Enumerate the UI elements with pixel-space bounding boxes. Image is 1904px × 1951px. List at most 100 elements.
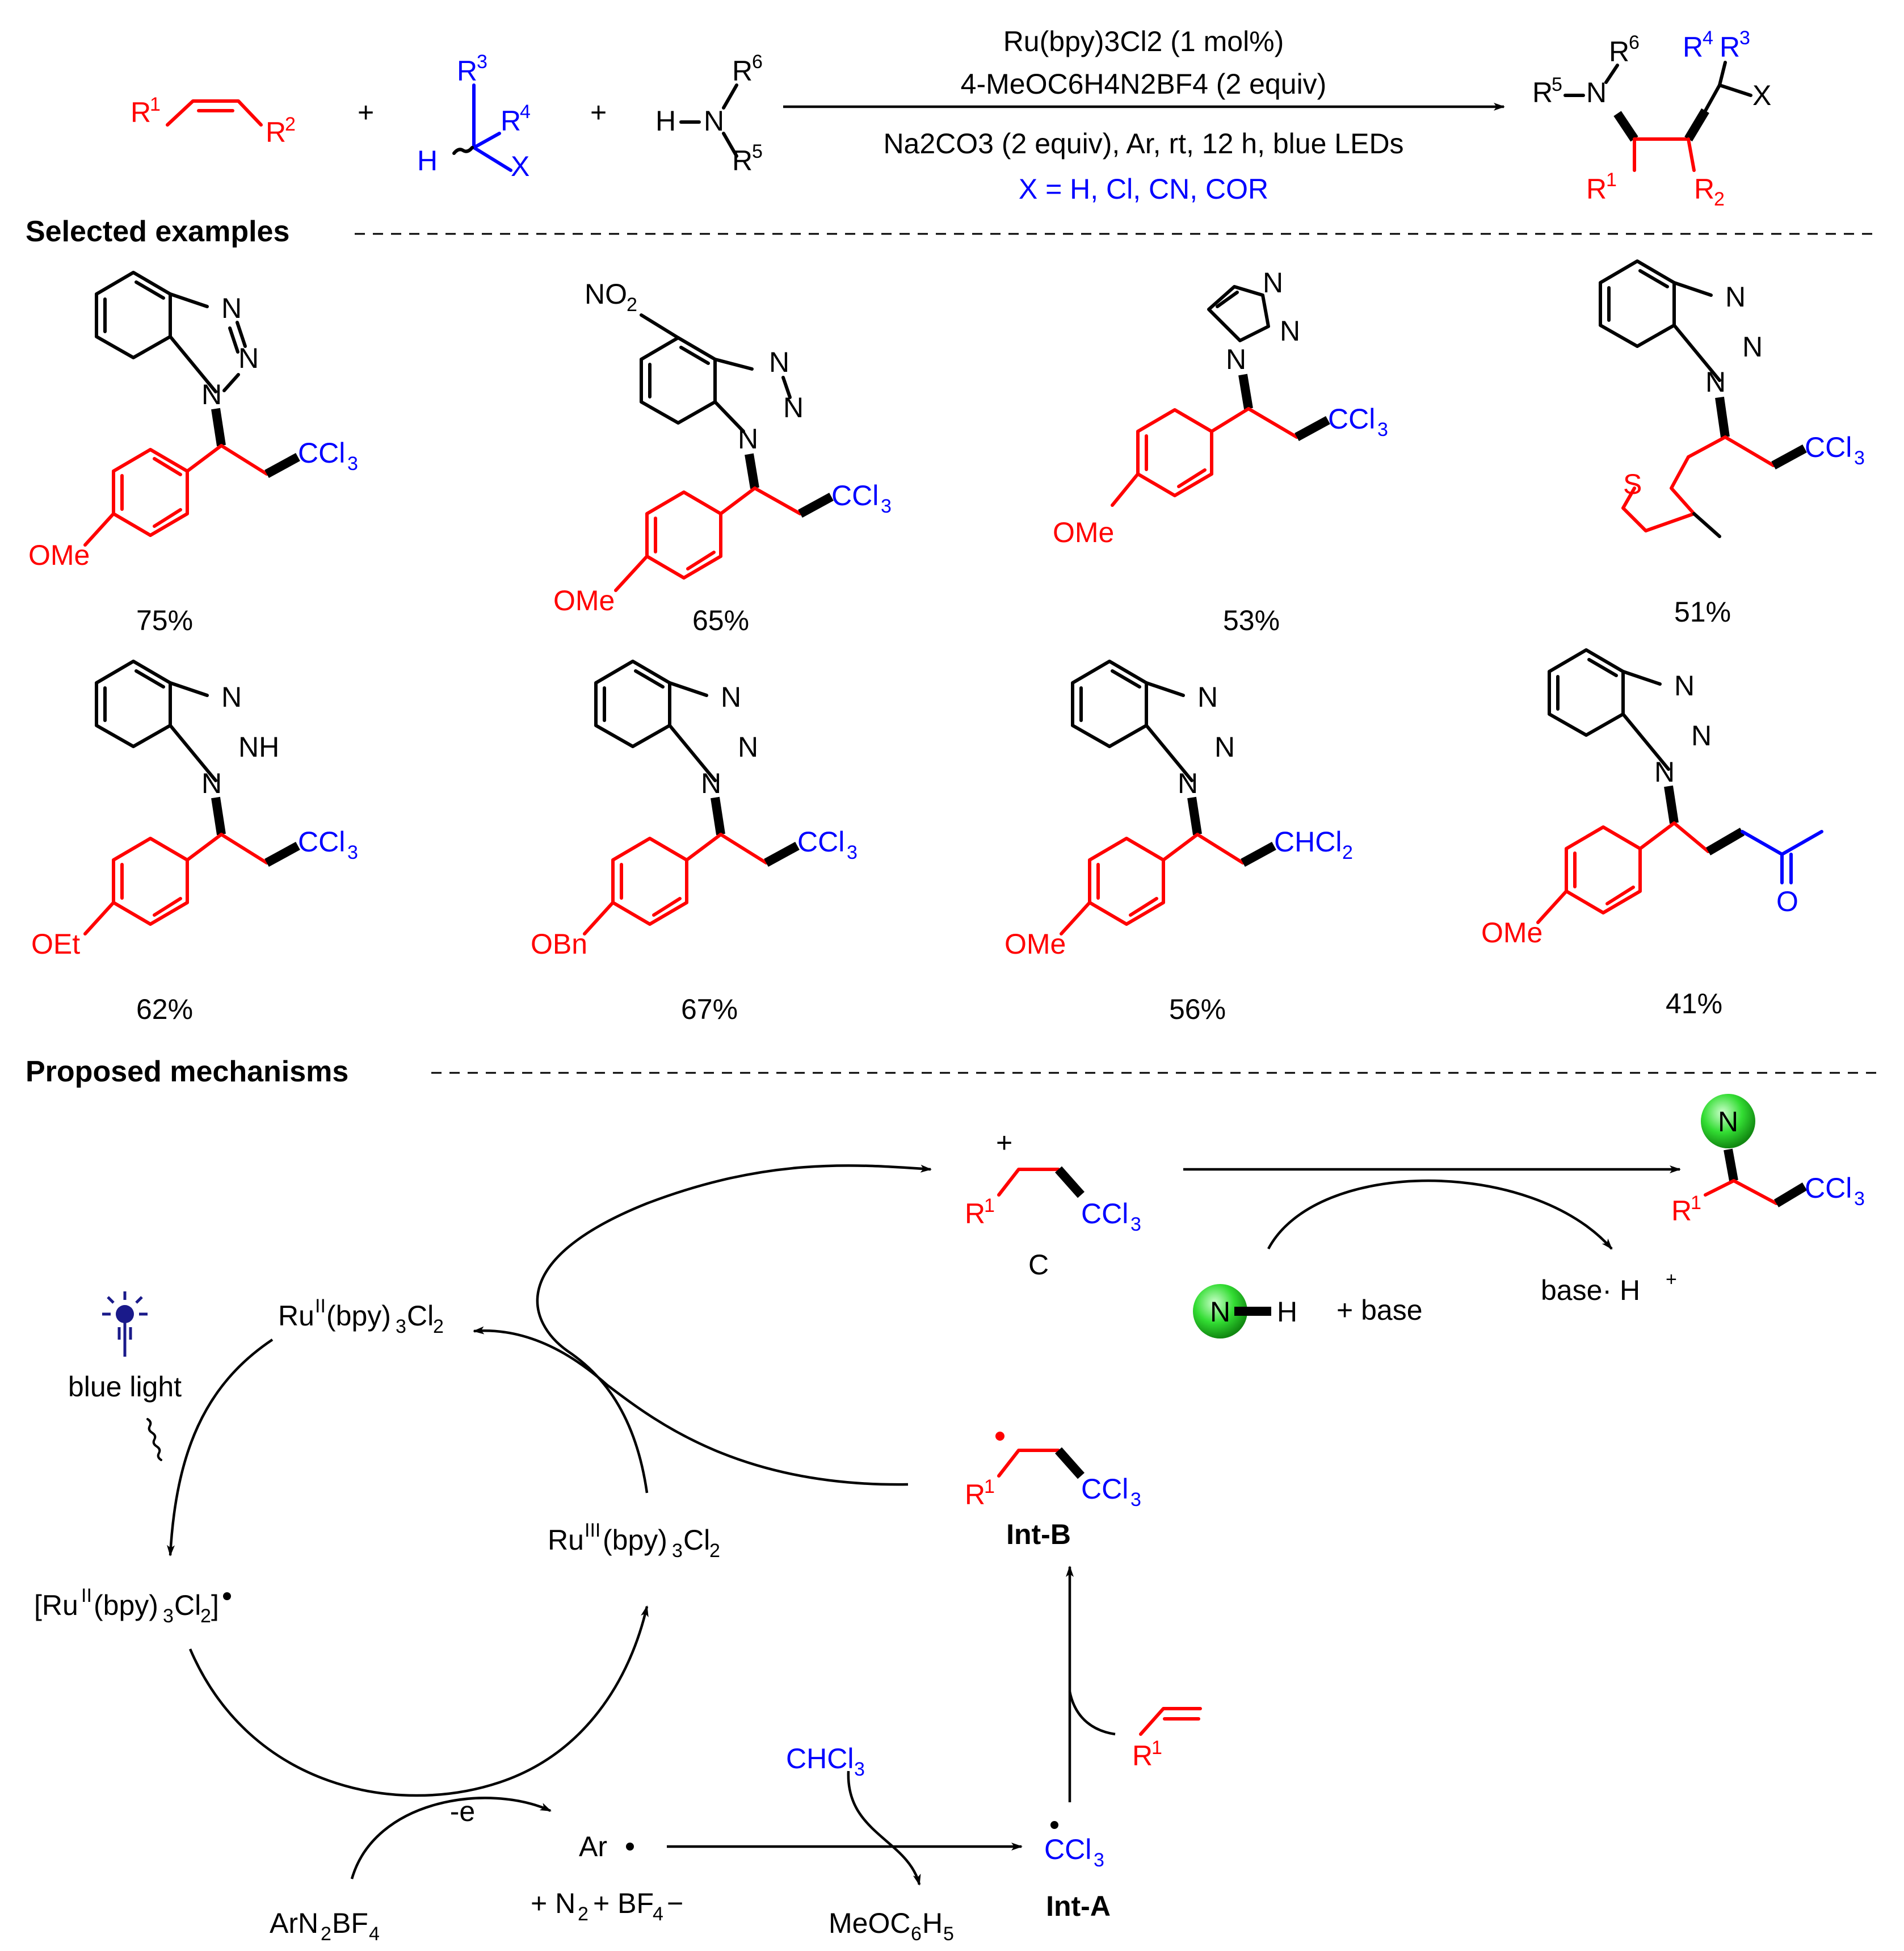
svg-text:CCl: CCl: [1044, 1833, 1091, 1865]
svg-text:X: X: [1752, 79, 1771, 111]
svg-text:(bpy): (bpy): [326, 1300, 391, 1332]
svg-text:2: 2: [709, 1540, 720, 1562]
svg-text:MeOC: MeOC: [829, 1907, 910, 1939]
svg-text:3: 3: [881, 496, 892, 517]
nucleophile-sphere-2: [1193, 1284, 1247, 1339]
svg-text:1: 1: [984, 1476, 995, 1497]
svg-text:2: 2: [1714, 188, 1725, 210]
svg-text:2: 2: [627, 294, 637, 316]
svg-text:]: ]: [211, 1589, 219, 1621]
c-h-reactant: R3 R4 H X: [417, 51, 531, 182]
general-product: R5 N R6 R4 R3 X R1 R2: [1532, 27, 1771, 210]
diazonium-reduction-arrow: [350, 1797, 552, 1879]
yield-2: 65%: [692, 605, 749, 636]
svg-text:ArN: ArN: [270, 1907, 318, 1939]
svg-text:OMe: OMe: [28, 539, 90, 571]
svg-text:OEt: OEt: [31, 928, 80, 960]
svg-text:R: R: [1609, 36, 1629, 68]
yield-6: 67%: [681, 993, 738, 1025]
svg-text:N: N: [238, 342, 259, 374]
mechanism-title: Proposed mechanisms: [26, 1055, 348, 1088]
aryl-radical: Ar: [579, 1831, 634, 1862]
svg-text:3: 3: [347, 453, 358, 475]
svg-text:OMe: OMe: [1481, 917, 1542, 949]
svg-text:base· H: base· H: [1541, 1274, 1640, 1306]
alkene-entry-curve: [1068, 1691, 1116, 1736]
svg-text:3: 3: [1094, 1849, 1104, 1871]
nucleophile-sphere: [1701, 1094, 1755, 1148]
svg-text:N: N: [201, 379, 222, 410]
alkene-substrate: R1: [1132, 1707, 1202, 1772]
svg-text:N: N: [1725, 281, 1746, 313]
svg-text:3: 3: [847, 842, 858, 863]
svg-text:R: R: [732, 145, 753, 177]
svg-text:5: 5: [943, 1923, 954, 1945]
alkene-reactant: R1 R2: [131, 94, 296, 148]
svg-text:N: N: [1691, 720, 1712, 752]
svg-text:N: N: [738, 731, 758, 763]
svg-text:CCl: CCl: [298, 437, 345, 469]
blue-light-bulb-icon: [102, 1291, 148, 1357]
yield-7: 56%: [1169, 993, 1226, 1025]
svg-text:R: R: [732, 55, 753, 87]
svg-text:H: H: [417, 145, 438, 177]
svg-text:N: N: [1586, 77, 1607, 108]
svg-text:R: R: [1671, 1195, 1692, 1227]
svg-text:N: N: [769, 346, 789, 378]
svg-text:BF: BF: [332, 1907, 368, 1939]
svg-text:N: N: [738, 423, 758, 455]
svg-text:N: N: [1705, 366, 1726, 398]
examples-title: Selected examples: [26, 215, 289, 248]
svg-text:R: R: [1720, 31, 1740, 63]
svg-text:3: 3: [1739, 27, 1750, 49]
svg-text:R: R: [501, 105, 521, 137]
plus-sign-2: +: [590, 96, 607, 128]
svg-text:3: 3: [1130, 1489, 1141, 1511]
oxidation-arrow: [473, 1326, 909, 1486]
int-a-label: Int-A: [1046, 1890, 1111, 1922]
electron-transfer-arrow: [188, 1605, 649, 1797]
svg-text:R: R: [457, 55, 477, 87]
svg-text:R: R: [1132, 1740, 1153, 1772]
svg-text:N: N: [1263, 267, 1283, 299]
svg-text:R: R: [965, 1479, 985, 1511]
svg-text:II: II: [81, 1585, 92, 1606]
svg-text:1: 1: [984, 1195, 995, 1216]
svg-text:5: 5: [1552, 74, 1562, 95]
svg-text:3: 3: [1377, 419, 1388, 440]
svg-text:3: 3: [347, 842, 358, 863]
svg-text:1: 1: [1151, 1737, 1162, 1759]
svg-text:CCl: CCl: [1328, 403, 1375, 435]
svg-text:N: N: [221, 292, 242, 324]
conditions-oxidant: 4-MeOC6H4N2BF4 (2 equiv): [961, 68, 1327, 100]
svg-text:2: 2: [285, 114, 296, 135]
svg-text:OBn: OBn: [531, 928, 587, 960]
svg-text:R: R: [1694, 173, 1714, 205]
plus-sign: +: [358, 96, 374, 128]
svg-text:(bpy): (bpy): [94, 1589, 158, 1621]
svg-text:3: 3: [477, 51, 487, 73]
svg-text:N: N: [1280, 315, 1300, 347]
svg-text:N: N: [221, 681, 242, 713]
svg-text:3: 3: [854, 1759, 865, 1780]
svg-text:3: 3: [1854, 447, 1865, 469]
svg-text:6: 6: [1629, 32, 1640, 53]
svg-text:N: N: [201, 767, 222, 799]
svg-text:N: N: [701, 767, 721, 799]
cation-label: C: [1028, 1249, 1049, 1281]
svg-text:CCl: CCl: [831, 480, 879, 511]
yield-3: 53%: [1223, 605, 1280, 636]
svg-text:−: −: [667, 1887, 683, 1919]
svg-text:2: 2: [1342, 842, 1353, 863]
svg-text:N: N: [1226, 343, 1246, 375]
protonated-base: base· H +: [1541, 1269, 1677, 1306]
deprotonation-curve-arrow: [1267, 1179, 1613, 1250]
amine-reactant: H N R6 R5: [655, 51, 763, 177]
